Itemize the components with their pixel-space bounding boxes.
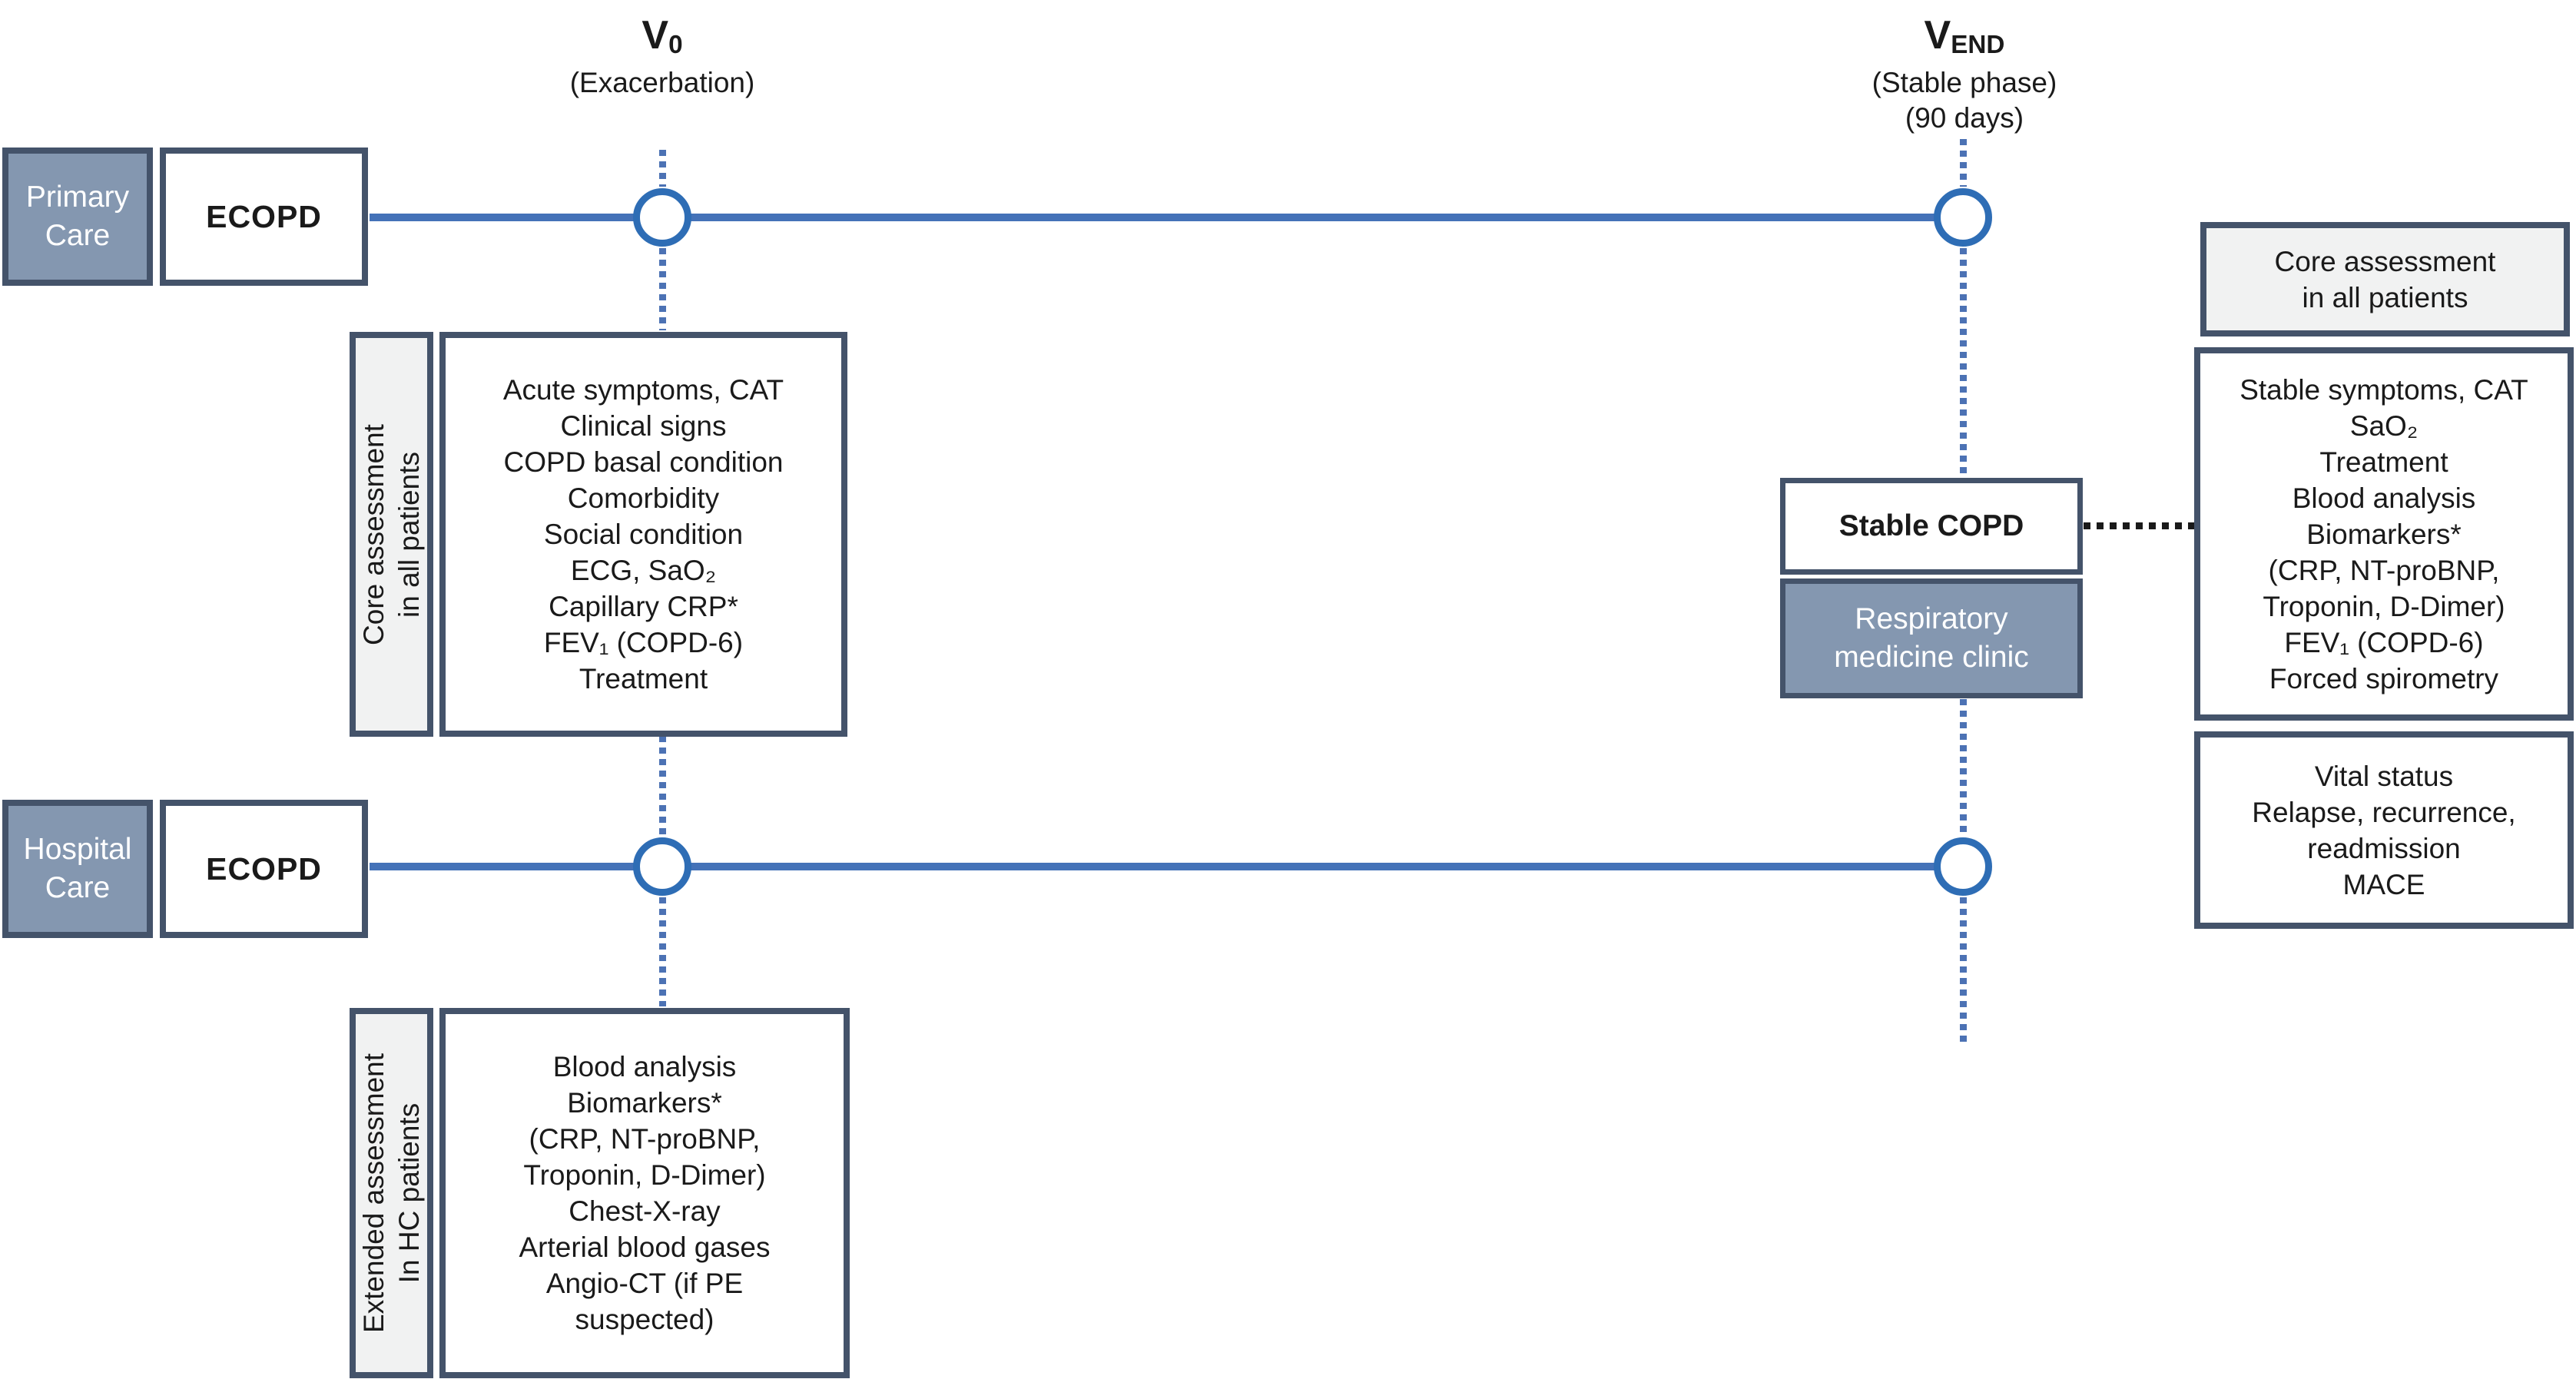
node-hospital-v0	[633, 837, 691, 896]
stable-copd-to-panel-connector	[2084, 522, 2196, 529]
vend-dotted-top-primary	[1960, 139, 1967, 187]
core-assessment-side-label: Core assessment in all patients	[350, 332, 433, 737]
core-assessment-items-box: Acute symptoms, CAT Clinical signs COPD …	[439, 332, 847, 737]
node-primary-v0	[633, 188, 691, 247]
timepoint-vend-caption: (Stable phase) (90 days)	[1871, 67, 2057, 134]
v0-dotted-top-primary	[659, 150, 666, 187]
vend-dotted-tail	[1960, 897, 1967, 1046]
extended-assessment-items-box: Blood analysis Biomarkers* (CRP, NT-proB…	[439, 1008, 850, 1378]
extended-assessment-side-label: Extended assessment In HC patients	[350, 1008, 433, 1378]
v0-dotted-to-hospital-node	[659, 736, 666, 836]
hospital-care-box: Hospital Care	[2, 800, 153, 938]
extended-assessment-side-label-text: Extended assessment In HC patients	[357, 1052, 425, 1334]
vend-dotted-to-stable-copd	[1960, 248, 1967, 476]
timepoint-vend-label: VEND (Stable phase) (90 days)	[1772, 11, 2157, 136]
v0-dotted-to-core-box	[659, 248, 666, 330]
timepoint-vend-symbol: VEND	[1924, 13, 2005, 59]
timepoint-v0-caption: (Exacerbation)	[569, 67, 755, 98]
stable-copd-box: Stable COPD	[1780, 478, 2083, 575]
timepoint-v0-label: V0 (Exacerbation)	[470, 11, 854, 101]
node-hospital-vend	[1934, 837, 1992, 896]
primary-care-ecopd-box: ECOPD	[160, 148, 368, 286]
node-primary-vend	[1934, 188, 1992, 247]
v0-dotted-to-extended-box	[659, 897, 666, 1006]
right-panel-assessment-box: Stable symptoms, CAT SaO₂ Treatment Bloo…	[2194, 347, 2574, 721]
respiratory-clinic-box: Respiratory medicine clinic	[1780, 578, 2083, 698]
hospital-care-ecopd-box: ECOPD	[160, 800, 368, 938]
timepoint-v0-symbol: V0	[642, 13, 683, 59]
vend-dotted-to-hospital-node	[1960, 699, 1967, 836]
primary-care-box: Primary Care	[2, 148, 153, 286]
right-panel-header-box: Core assessment in all patients	[2200, 222, 2570, 336]
primary-care-timeline	[370, 214, 1963, 221]
right-panel-outcomes-box: Vital status Relapse, recurrence, readmi…	[2194, 731, 2574, 929]
core-assessment-side-label-text: Core assessment in all patients	[357, 423, 425, 645]
hospital-care-timeline	[370, 863, 1963, 870]
